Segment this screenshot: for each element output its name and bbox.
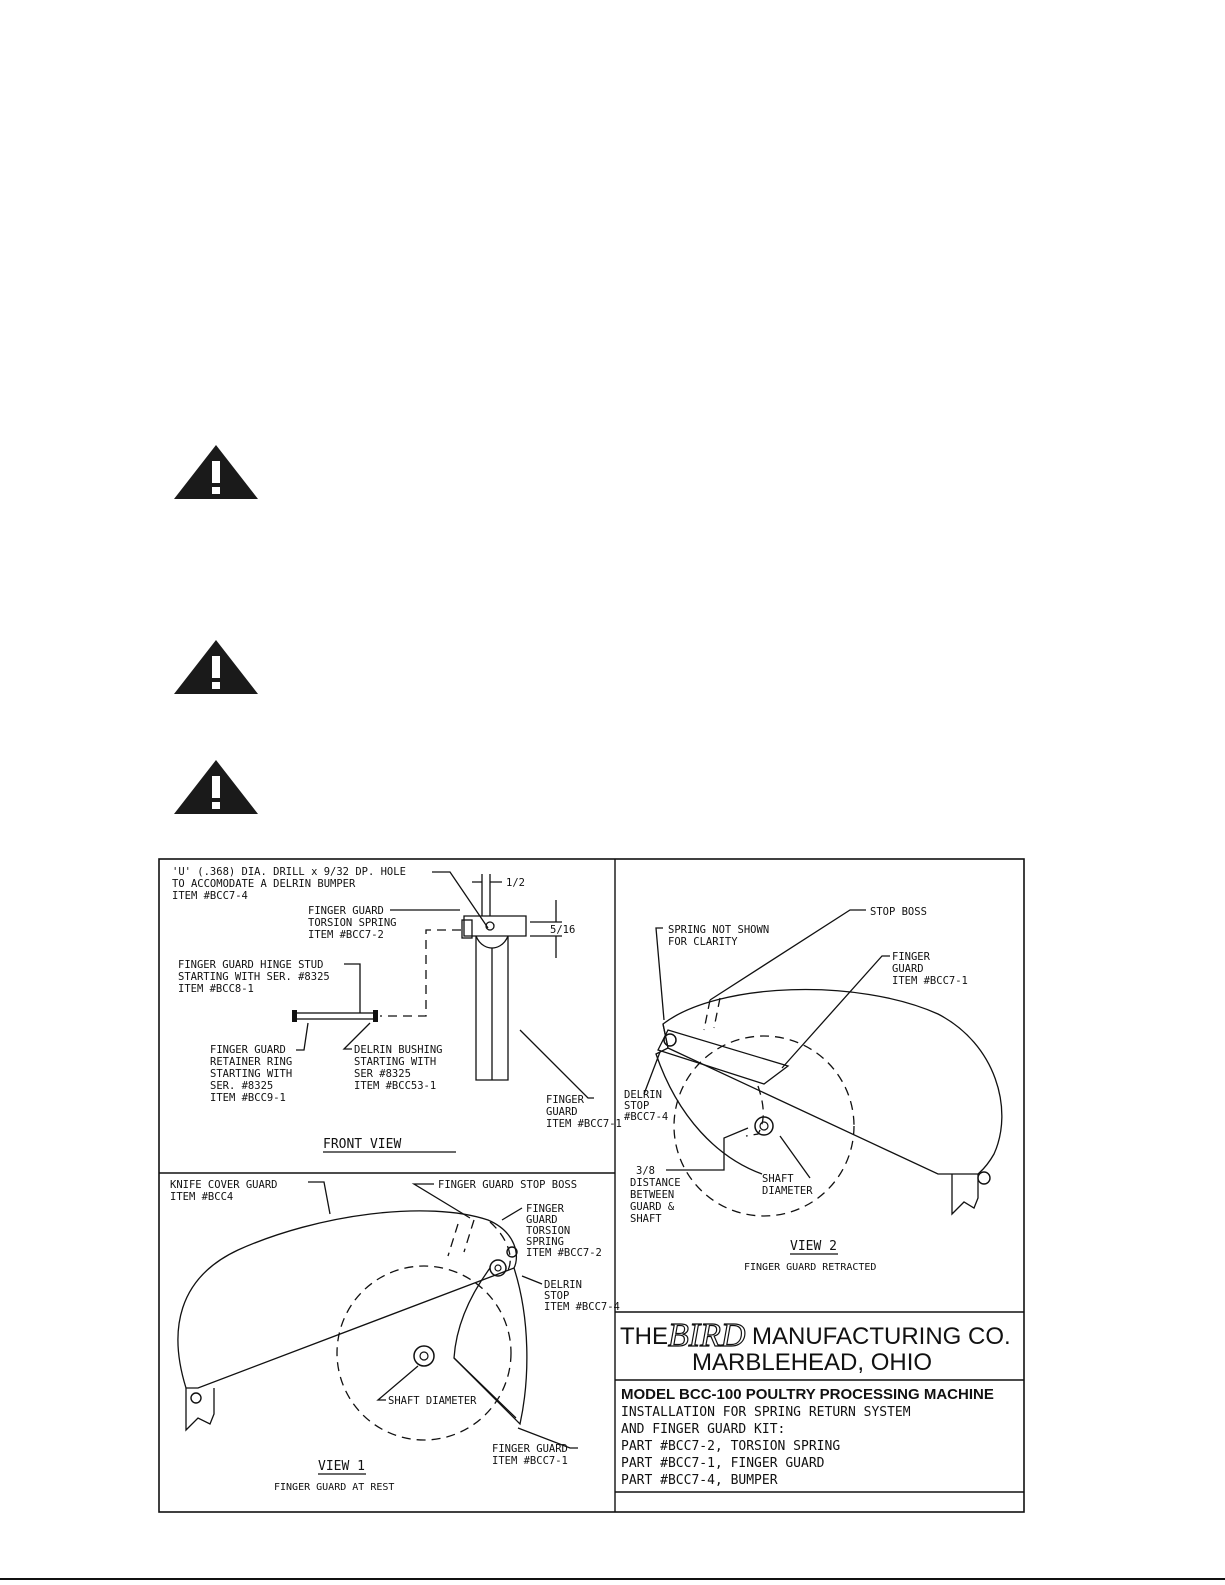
spring-note-2: FOR CLARITY [668,936,738,948]
drill-note-line-3: ITEM #BCC7-4 [172,890,248,902]
fg-label-3: ITEM #BCC7-1 [546,1118,622,1130]
finger-guard-top [463,915,527,937]
page-bottom-rule [0,1578,1225,1580]
v2-distance-4: GUARD & [630,1201,675,1213]
knife-cover-label-2: ITEM #BCC4 [170,1191,233,1203]
warning-triangle-icon [172,638,260,696]
retainer-ring-label-2: RETAINER RING [210,1056,292,1068]
tb-mfg: MANUFACTURING CO. [752,1323,1011,1350]
v2-distance-1: 3/8 [636,1165,655,1177]
v1-blade-circle [336,1265,512,1441]
view-1-subtitle: FINGER GUARD AT REST [274,1482,394,1493]
drill-note-line-1: 'U' (.368) DIA. DRILL x 9/32 DP. HOLE [172,866,406,878]
v2-distance-2: DISTANCE [630,1177,681,1189]
view-2-title: VIEW 2 [790,1239,837,1254]
v1-fg-1: FINGER GUARD [492,1443,568,1455]
view-1: KNIFE COVER GUARD ITEM #BCC4 FINGER GUAR… [170,1179,620,1493]
v1-knife-cover [177,1210,518,1389]
stop-boss-label: STOP BOSS [870,906,927,918]
retainer-ring-label-3: STARTING WITH [210,1068,292,1080]
delrin-bushing-label-3: SER #8325 [354,1068,411,1080]
v1-shaft-label: SHAFT DIAMETER [388,1395,477,1407]
view-2: STOP BOSS SPRING NOT SHOWN FOR CLARITY F… [624,906,1003,1273]
tb-line-3: PART #BCC7-2, TORSION SPRING [621,1439,840,1454]
retainer-ring-label-1: FINGER GUARD [210,1044,286,1056]
fg-label-1: FINGER [546,1094,585,1106]
drill-note-line-2: TO ACCOMODATE A DELRIN BUMPER [172,878,356,890]
hinge-stud-part [295,1012,377,1020]
v1-spring-2: GUARD [526,1214,558,1226]
torsion-spring-label-3: ITEM #BCC7-2 [308,929,384,941]
tb-line-5: PART #BCC7-4, BUMPER [621,1473,778,1488]
title-block: THE BIRD MANUFACTURING CO. MARBLEHEAD, O… [620,1316,1011,1488]
v2-delrin-1: DELRIN [624,1089,662,1101]
retainer-ring-label-5: ITEM #BCC9-1 [210,1092,286,1104]
v1-shaft [413,1345,435,1367]
delrin-bushing-label-2: STARTING WITH [354,1056,436,1068]
dim-5-16: 5/16 [550,924,575,936]
torsion-spring-label-1: FINGER GUARD [308,905,384,917]
hinge-stud-label-2: STARTING WITH SER. #8325 [178,971,330,983]
fg-label-2: GUARD [546,1106,578,1118]
hinge-stud-label-3: ITEM #BCC8-1 [178,983,254,995]
v2-shaft-1: SHAFT [762,1173,794,1185]
v2-knife-cover [662,988,1003,1175]
drawing-frame [158,858,1025,1513]
torsion-spring-part [461,919,473,939]
v2-fg-label-1: FINGER [892,951,931,963]
stop-boss-label-v1: FINGER GUARD STOP BOSS [438,1179,577,1191]
v2-delrin-3: #BCC7-4 [624,1111,668,1123]
tb-line-2: AND FINGER GUARD KIT: [621,1422,785,1437]
tb-model: MODEL BCC-100 POULTRY PROCESSING MACHINE [621,1386,994,1403]
tb-line-4: PART #BCC7-1, FINGER GUARD [621,1456,825,1471]
view-2-subtitle: FINGER GUARD RETRACTED [744,1262,876,1273]
v1-spring-1: FINGER [526,1203,565,1215]
retainer-ring-label-4: SER. #8325 [210,1080,273,1092]
warning-triangle-icon [172,758,260,816]
tb-the: THE [620,1323,668,1350]
v2-blade-circle [673,1035,855,1217]
v1-fg-2: ITEM #BCC7-1 [492,1455,568,1467]
v2-delrin-2: STOP [624,1100,649,1112]
dim-half: 1/2 [506,877,525,889]
v2-shaft [754,1116,774,1136]
warning-triangle-icon [172,443,260,501]
v1-spring-4: SPRING [526,1236,564,1248]
v2-fg-label-3: ITEM #BCC7-1 [892,975,968,987]
v2-distance-3: BETWEEN [630,1189,674,1201]
v1-delrin-2: STOP [544,1290,569,1302]
v2-fg-label-2: GUARD [892,963,924,975]
delrin-bushing-label-4: ITEM #BCC53-1 [354,1080,436,1092]
torsion-spring-label-2: TORSION SPRING [308,917,397,929]
delrin-bushing-label-1: DELRIN BUSHING [354,1044,443,1056]
v1-delrin-1: DELRIN [544,1279,582,1291]
tb-city: MARBLEHEAD, OHIO [692,1349,932,1376]
hinge-stud-label-1: FINGER GUARD HINGE STUD [178,959,323,971]
knife-cover-label-1: KNIFE COVER GUARD [170,1179,277,1191]
tb-bird-logo: BIRD [668,1317,746,1354]
spring-note-1: SPRING NOT SHOWN [668,924,769,936]
view-1-title: VIEW 1 [318,1459,365,1474]
tb-line-1: INSTALLATION FOR SPRING RETURN SYSTEM [621,1405,911,1420]
v2-shaft-2: DIAMETER [762,1185,813,1197]
v2-distance-5: SHAFT [630,1213,662,1225]
v1-spring-5: ITEM #BCC7-2 [526,1247,602,1259]
v1-spring-3: TORSION [526,1225,570,1237]
v1-delrin-3: ITEM #BCC7-4 [544,1301,620,1313]
technical-drawing: 'U' (.368) DIA. DRILL x 9/32 DP. HOLE TO… [158,858,1025,1513]
front-view: 'U' (.368) DIA. DRILL x 9/32 DP. HOLE TO… [172,866,622,1153]
front-view-title: FRONT VIEW [323,1137,401,1152]
